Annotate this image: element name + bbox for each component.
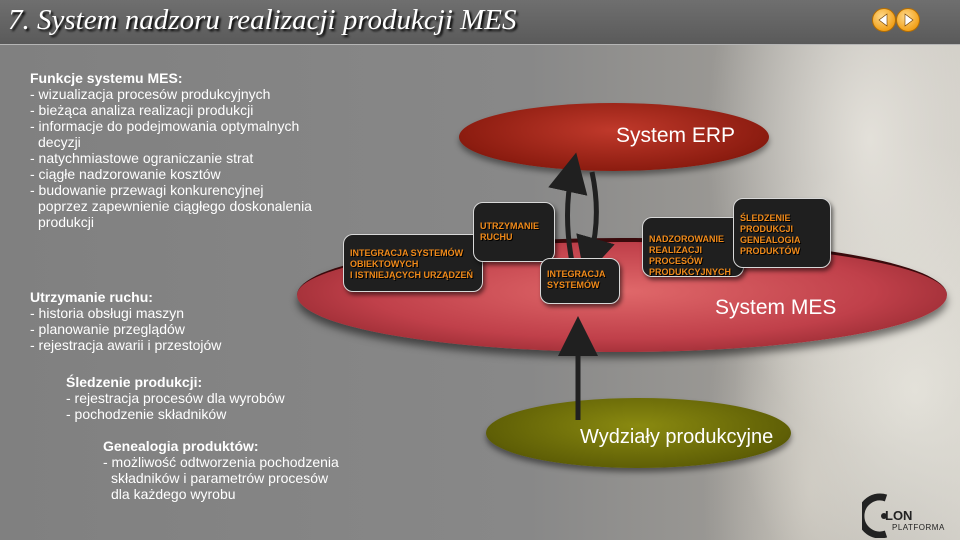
box-line: PRODUKTÓW: [740, 246, 800, 256]
list-item: decyzji: [38, 134, 81, 150]
box-line: ŚLEDZENIE: [740, 213, 791, 223]
list-item: - rejestracja procesów dla wyrobów: [66, 390, 285, 406]
mes-functions-block: Funkcje systemu MES: - wizualizacja proc…: [30, 70, 312, 230]
triangle-right-icon: [904, 13, 914, 27]
box-line: I ISTNIEJĄCYCH URZĄDZEŃ: [350, 270, 474, 280]
logo-text: LON: [885, 508, 913, 523]
arrow-mes-to-erp: [548, 152, 588, 263]
list-item: składników i parametrów procesów: [111, 470, 329, 486]
mes-functions-heading: Funkcje systemu MES:: [30, 70, 183, 86]
arrow-erp-to-mes: [576, 171, 615, 278]
title-bar: 7. System nadzoru realizacji produkcji M…: [0, 0, 960, 45]
clon-logo-icon: [862, 493, 888, 538]
genealogy-heading: Genealogia produktów:: [103, 438, 259, 454]
list-item: poprzez zapewnienie ciągłego doskonaleni…: [38, 198, 312, 214]
mes-label: System MES: [715, 296, 837, 319]
list-item: - wizualizacja procesów produkcyjnych: [30, 86, 271, 102]
box-line: OBIEKTOWYCH: [350, 259, 419, 269]
erp-label: System ERP: [616, 124, 736, 147]
box-line: INTEGRACJA SYSTEMÓW: [350, 248, 464, 258]
box-line: REALIZACJI: [649, 245, 703, 255]
list-item: - bieżąca analiza realizacji produkcji: [30, 102, 254, 118]
production-departments-ellipse: [486, 398, 791, 468]
next-slide-button[interactable]: [896, 8, 920, 32]
box-line: INTEGRACJA: [547, 269, 606, 279]
box-integration-object-systems: INTEGRACJA SYSTEMÓW OBIEKTOWYCH I ISTNIE…: [343, 234, 483, 292]
triangle-left-icon: [878, 13, 888, 27]
list-item: produkcji: [38, 214, 95, 230]
box-line: RUCHU: [480, 232, 513, 242]
box-line: GENEALOGIA: [740, 235, 801, 245]
list-item: - ciągłe nadzorowanie kosztów: [30, 166, 221, 182]
box-line: UTRZYMANIE: [480, 221, 539, 231]
box-maintenance: UTRZYMANIE RUCHU: [473, 202, 555, 262]
erp-system-ellipse: [459, 103, 769, 171]
list-item: - informacje do podejmowania optymalnych: [30, 118, 300, 134]
logo-subtext: PLATFORMA: [892, 523, 945, 532]
genealogy-block: Genealogia produktów: - możliwość odtwor…: [103, 438, 339, 502]
box-line: PRODUKCJI: [740, 224, 794, 234]
production-label: Wydziały produkcyjne: [580, 426, 774, 448]
box-process-supervision: NADZOROWANIE REALIZACJI PROCESÓW PRODUKC…: [642, 217, 744, 277]
box-tracking-genealogy: ŚLEDZENIE PRODUKCJI GENEALOGIA PRODUKTÓW: [733, 198, 831, 268]
list-item: - budowanie przewagi konkurencyjnej: [30, 182, 264, 198]
list-item: dla każdego wyrobu: [111, 486, 236, 502]
tracking-heading: Śledzenie produkcji:: [66, 374, 203, 390]
tracking-block: Śledzenie produkcji: - rejestracja proce…: [66, 374, 285, 422]
maintenance-heading: Utrzymanie ruchu:: [30, 289, 153, 305]
page-title: 7. System nadzoru realizacji produkcji M…: [8, 4, 517, 36]
box-system-integration: INTEGRACJA SYSTEMÓW: [540, 258, 620, 304]
box-line: SYSTEMÓW: [547, 280, 600, 290]
box-line: PRODUKCYJNYCH: [649, 267, 732, 277]
box-line: PROCESÓW: [649, 256, 703, 266]
list-item: - planowanie przeglądów: [30, 321, 185, 337]
list-item: - historia obsługi maszyn: [30, 305, 185, 321]
box-line: NADZOROWANIE: [649, 234, 724, 244]
list-item: - natychmiastowe ograniczanie strat: [30, 150, 254, 166]
list-item: - rejestracja awarii i przestojów: [30, 337, 222, 353]
maintenance-block: Utrzymanie ruchu: - historia obsługi mas…: [30, 289, 221, 353]
list-item: - możliwość odtworzenia pochodzenia: [103, 454, 339, 470]
previous-slide-button[interactable]: [872, 8, 896, 32]
list-item: - pochodzenie składników: [66, 406, 227, 422]
